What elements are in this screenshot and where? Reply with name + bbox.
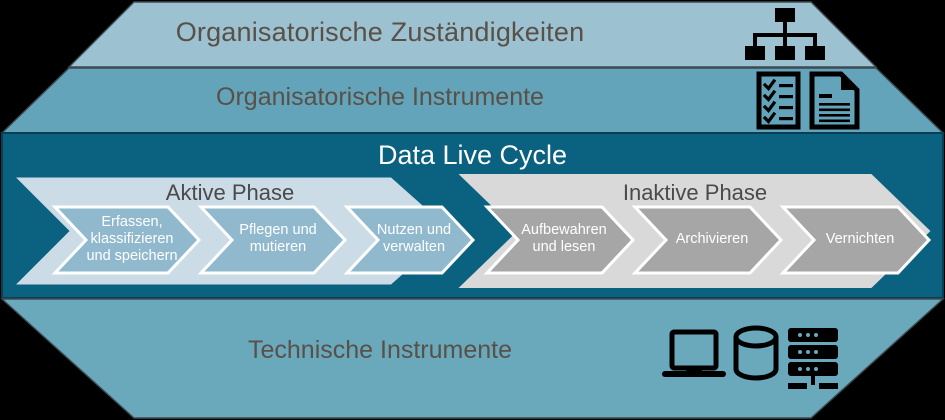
server-icon [788,328,838,389]
layer-organisatorische-zustaendigkeiten [67,1,878,68]
laptop-icon [662,329,726,377]
step-pflegen[interactable] [197,205,348,275]
org-chart-icon [745,8,825,60]
step-nutzen[interactable] [343,205,476,275]
step-erfassen[interactable] [51,205,202,275]
layer-technische-instrumente [0,298,945,419]
layer-organisatorische-instrumente [0,67,945,134]
step-aufbewahren[interactable] [483,205,636,275]
step-vernichten[interactable] [779,205,932,275]
step-archivieren[interactable] [631,205,784,275]
document-icon [809,71,860,130]
database-icon [733,325,779,381]
checklist-icon [756,71,801,130]
